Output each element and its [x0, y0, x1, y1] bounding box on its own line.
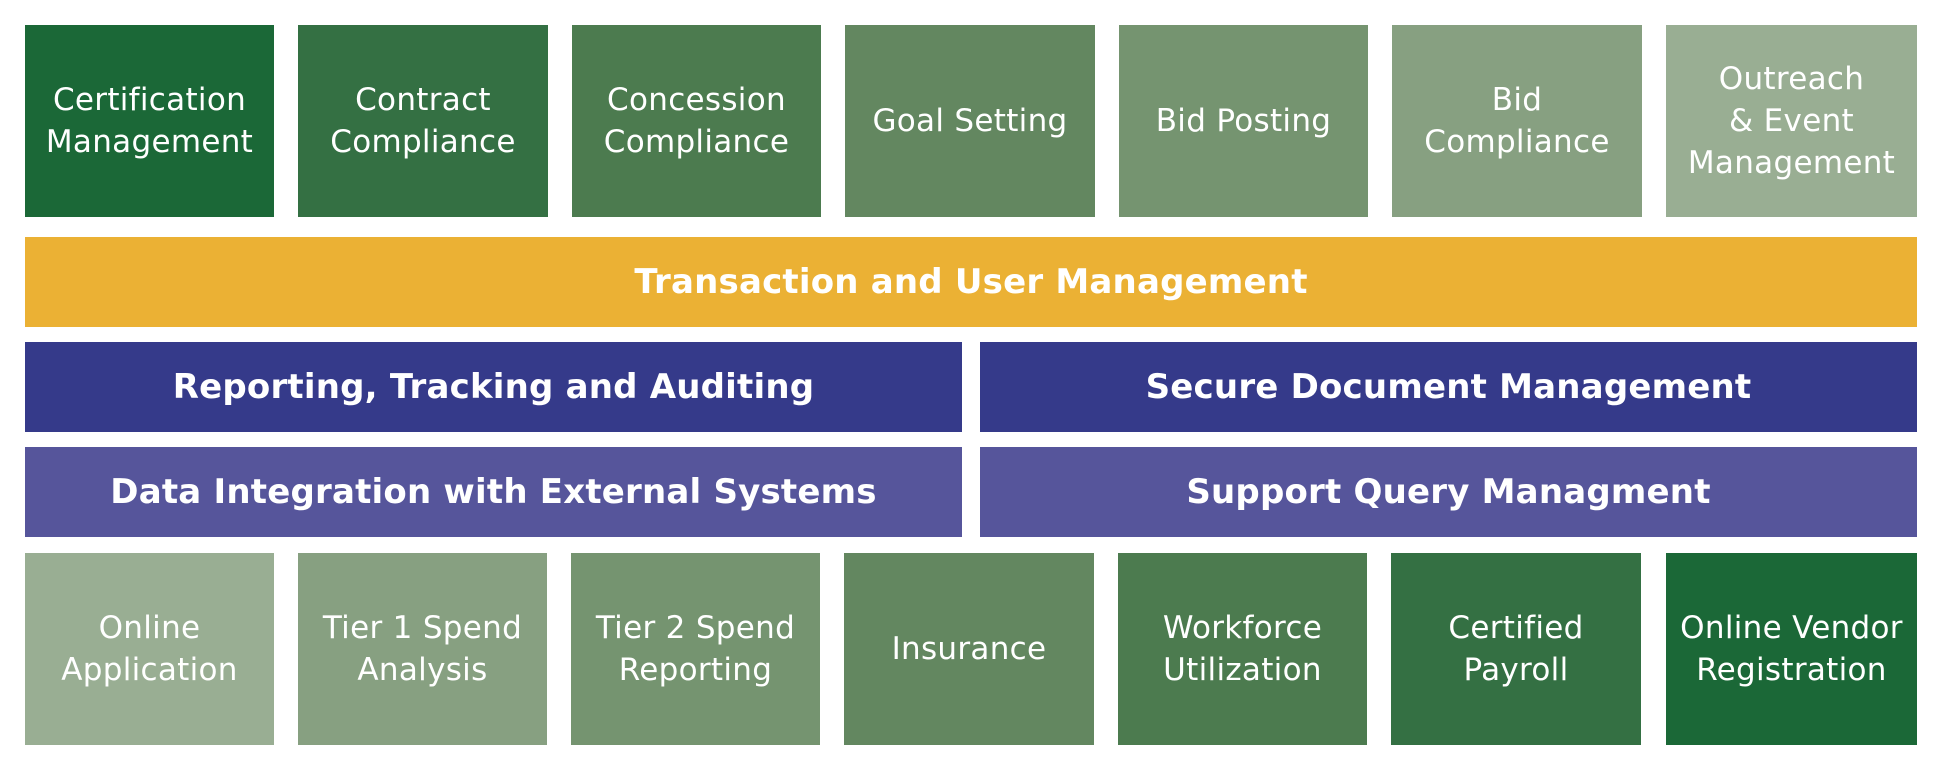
- module-label: Online Vendor Registration: [1680, 610, 1903, 688]
- data-integration-band: Data Integration with External Systems: [25, 447, 962, 537]
- module-label: Bid Posting: [1155, 103, 1332, 139]
- module-label: Tier 1 Spend Analysis: [322, 610, 523, 688]
- band-label: Data Integration with External Systems: [110, 472, 877, 512]
- module-contract-compliance: Contract Compliance: [298, 25, 548, 217]
- module-label: Bid Compliance: [1424, 82, 1610, 160]
- reporting-tracking-auditing-band: Reporting, Tracking and Auditing: [25, 342, 962, 432]
- module-label: Online Application: [61, 610, 238, 688]
- module-label: Tier 2 Spend Reporting: [595, 610, 796, 688]
- module-workforce-utilization: Workforce Utilization: [1118, 553, 1367, 745]
- module-online-vendor-registration: Online Vendor Registration: [1666, 553, 1917, 745]
- module-label: Concession Compliance: [603, 82, 790, 160]
- module-goal-setting: Goal Setting: [845, 25, 1095, 217]
- module-outreach-event-management: Outreach & Event Management: [1666, 25, 1917, 217]
- module-bid-posting: Bid Posting: [1119, 25, 1368, 217]
- band-label: Support Query Managment: [1186, 472, 1711, 512]
- band-label: Secure Document Management: [1145, 367, 1752, 407]
- module-tier-2-spend-reporting: Tier 2 Spend Reporting: [571, 553, 820, 745]
- module-tier-1-spend-analysis: Tier 1 Spend Analysis: [298, 553, 547, 745]
- module-insurance: Insurance: [844, 553, 1094, 745]
- module-certified-payroll: Certified Payroll: [1391, 553, 1641, 745]
- transaction-user-management-band: Transaction and User Management: [25, 237, 1917, 327]
- module-concession-compliance: Concession Compliance: [572, 25, 821, 217]
- module-label: Contract Compliance: [330, 82, 516, 160]
- module-label: Outreach & Event Management: [1687, 61, 1896, 181]
- band-label: Transaction and User Management: [634, 262, 1308, 302]
- module-label: Workforce Utilization: [1162, 610, 1323, 688]
- module-certification-management: Certification Management: [25, 25, 274, 217]
- module-label: Goal Setting: [872, 103, 1068, 139]
- module-bid-compliance: Bid Compliance: [1392, 25, 1642, 217]
- secure-document-management-band: Secure Document Management: [980, 342, 1917, 432]
- support-query-management-band: Support Query Managment: [980, 447, 1917, 537]
- module-label: Certification Management: [45, 82, 254, 160]
- module-online-application: Online Application: [25, 553, 274, 745]
- band-label: Reporting, Tracking and Auditing: [172, 367, 815, 407]
- module-label: Certified Payroll: [1448, 610, 1584, 688]
- module-label: Insurance: [891, 631, 1047, 667]
